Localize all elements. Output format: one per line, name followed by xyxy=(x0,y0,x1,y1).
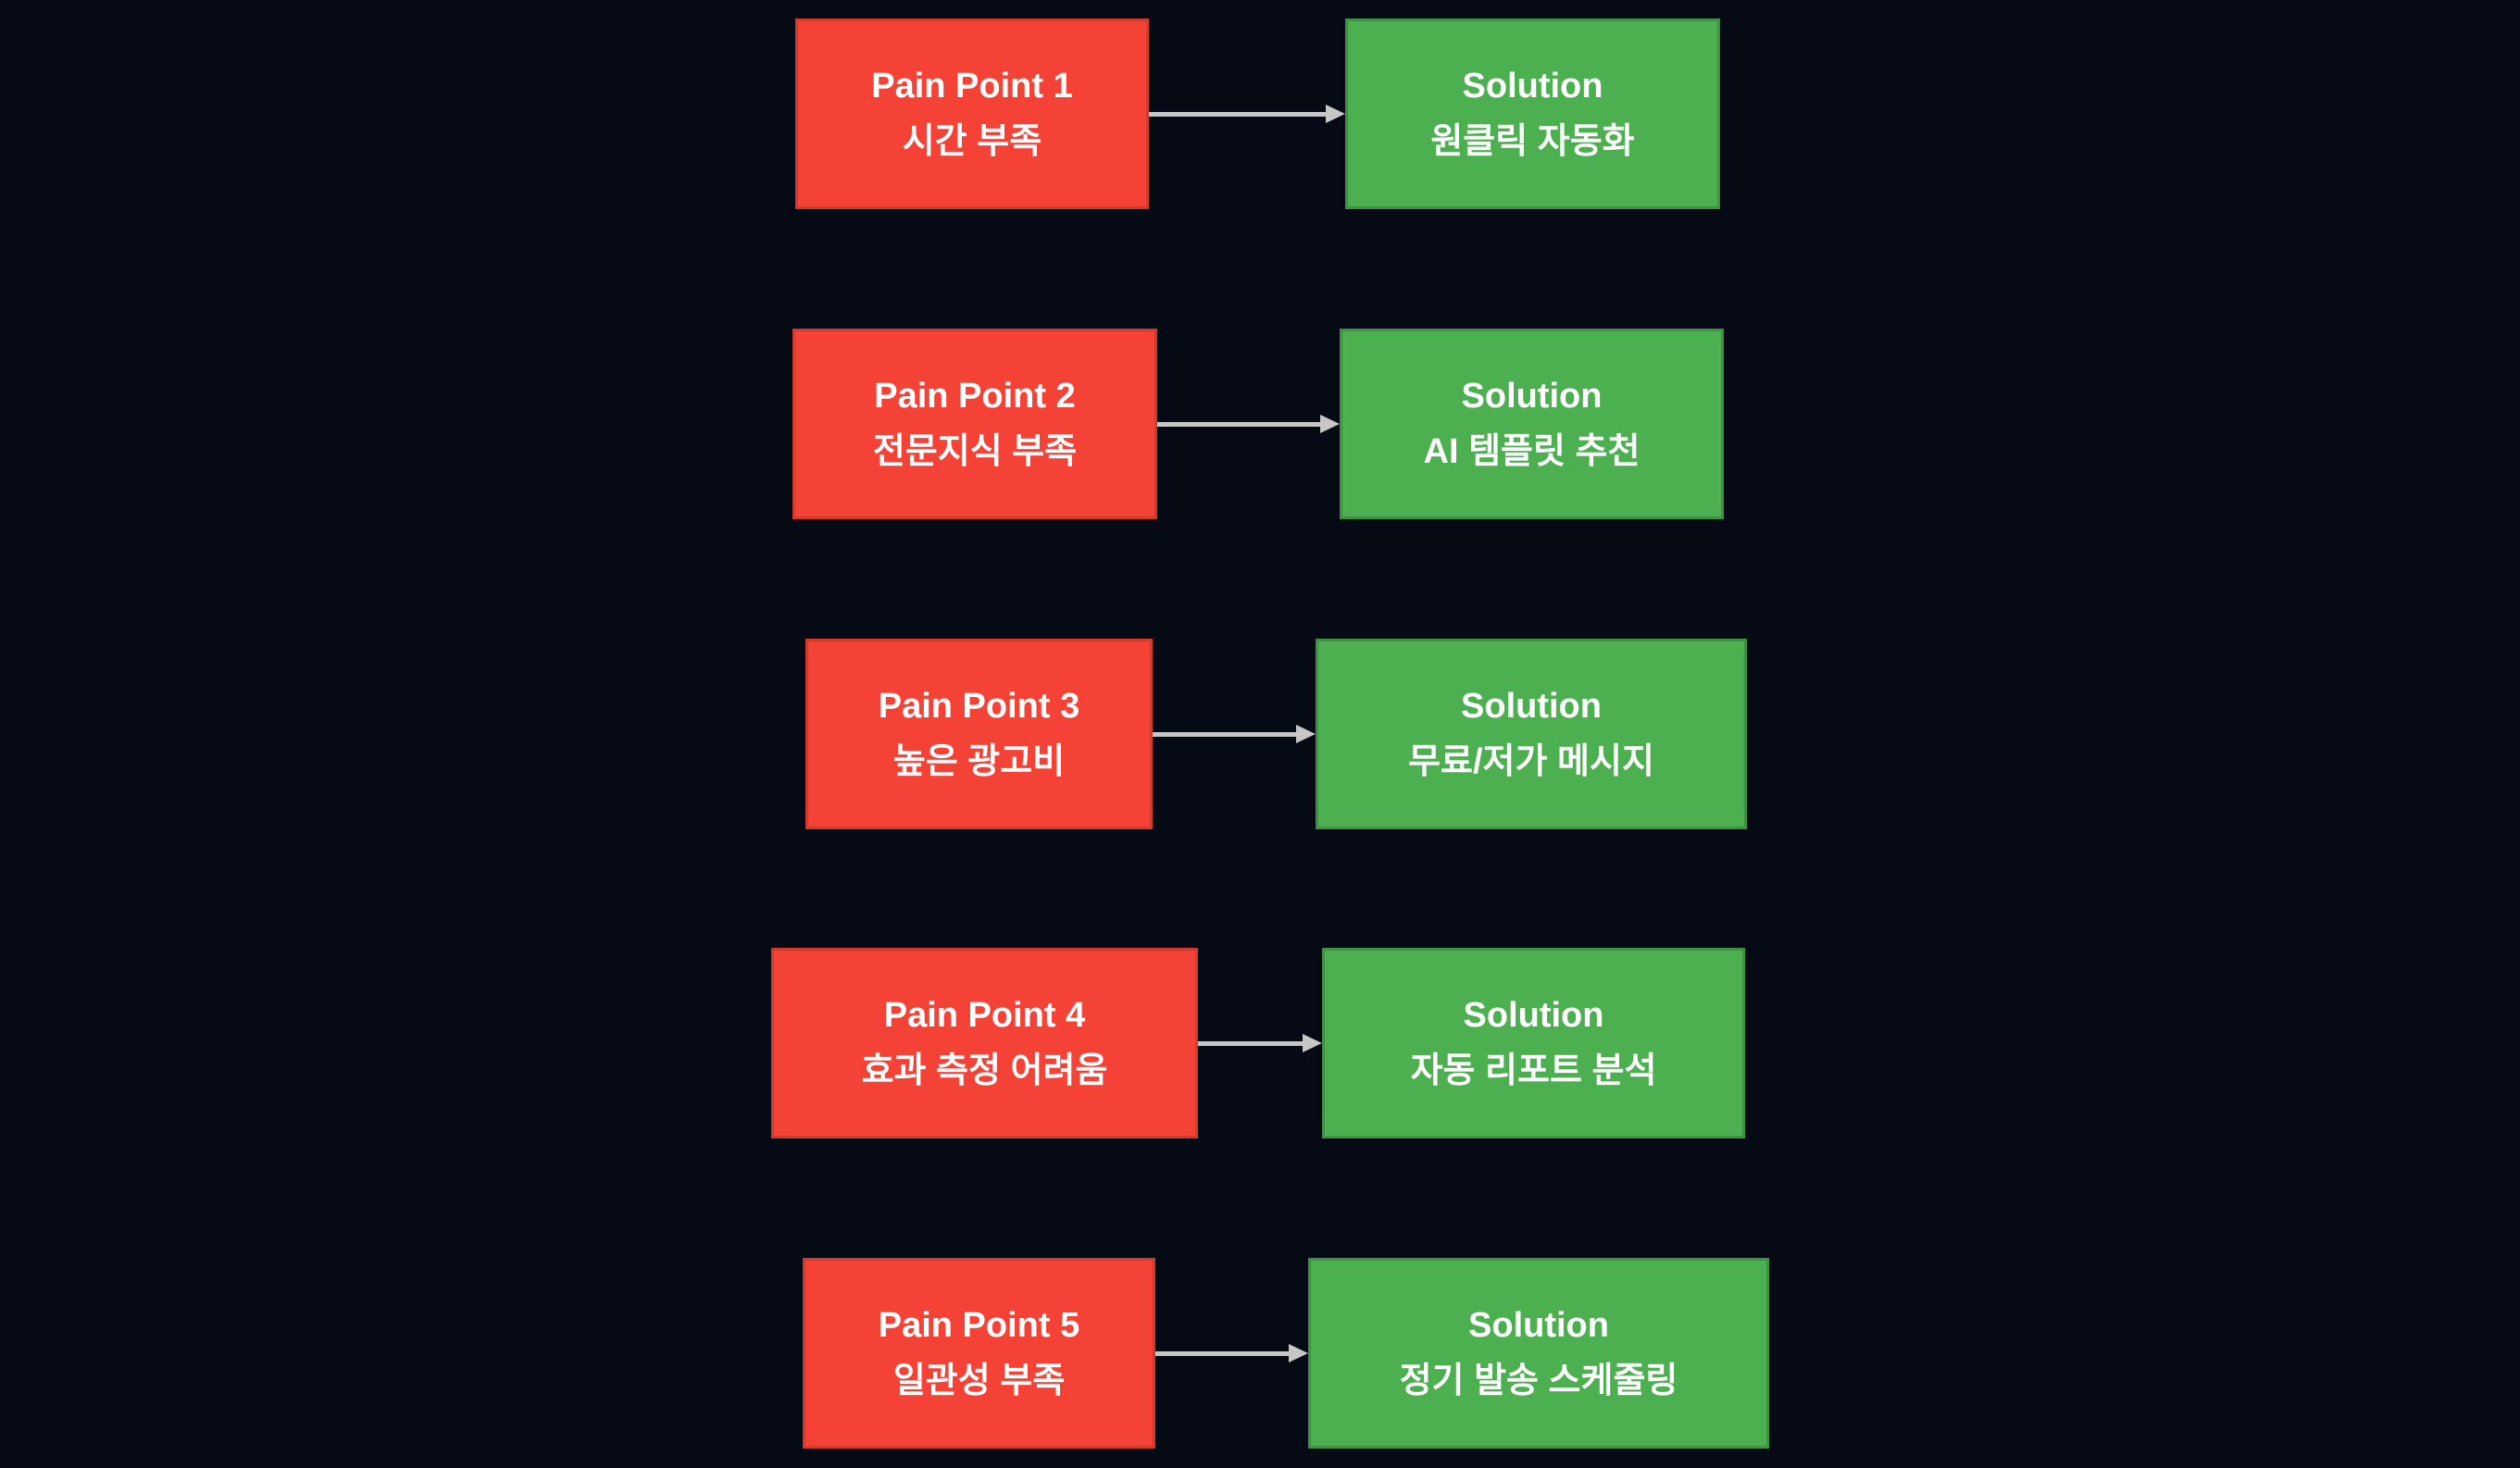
arrow-line xyxy=(1149,112,1329,117)
solution-box: Solution 원클릭 자동화 xyxy=(1345,19,1720,209)
solution-box: Solution 자동 리포트 분석 xyxy=(1322,948,1745,1138)
pain-point-title: Pain Point 5 xyxy=(878,1306,1080,1345)
pain-point-detail: 높은 광고비 xyxy=(892,742,1066,781)
solution-title: Solution xyxy=(1463,996,1604,1035)
solution-box: Solution AI 템플릿 추천 xyxy=(1340,329,1724,519)
connector-arrow xyxy=(1157,415,1340,433)
solution-detail: 원클릭 자동화 xyxy=(1430,122,1635,161)
pain-point-title: Pain Point 3 xyxy=(878,687,1080,726)
arrow-head-icon xyxy=(1326,105,1345,123)
arrow-head-icon xyxy=(1289,1344,1308,1362)
pain-point-box: Pain Point 4 효과 측정 어려움 xyxy=(771,948,1198,1138)
pain-point-detail: 시간 부족 xyxy=(902,122,1042,161)
arrow-line xyxy=(1157,422,1323,427)
solution-title: Solution xyxy=(1461,377,1603,416)
solution-box: Solution 정기 발송 스케줄링 xyxy=(1308,1258,1769,1449)
solution-title: Solution xyxy=(1468,1306,1609,1345)
solution-detail: 무료/저가 메시지 xyxy=(1408,742,1654,781)
pain-point-title: Pain Point 1 xyxy=(871,67,1073,106)
pain-point-title: Pain Point 4 xyxy=(883,996,1086,1035)
arrow-head-icon xyxy=(1296,725,1316,743)
pain-point-detail: 일관성 부족 xyxy=(892,1362,1066,1400)
connector-arrow xyxy=(1153,725,1316,743)
arrow-head-icon xyxy=(1320,415,1340,433)
arrow-line xyxy=(1155,1351,1291,1356)
solution-detail: 정기 발송 스케줄링 xyxy=(1399,1362,1678,1400)
pain-point-box: Pain Point 5 일관성 부족 xyxy=(803,1258,1155,1449)
solution-detail: AI 템플릿 추천 xyxy=(1423,432,1640,471)
connector-arrow xyxy=(1155,1344,1308,1362)
pain-point-title: Pain Point 2 xyxy=(874,377,1076,416)
solution-title: Solution xyxy=(1461,687,1602,726)
solution-detail: 자동 리포트 분석 xyxy=(1410,1051,1657,1090)
pain-point-detail: 전문지식 부족 xyxy=(872,432,1078,471)
connector-arrow xyxy=(1149,105,1345,123)
pain-point-box: Pain Point 3 높은 광고비 xyxy=(805,639,1153,829)
arrow-line xyxy=(1153,732,1299,737)
pain-point-box: Pain Point 1 시간 부족 xyxy=(795,19,1149,209)
arrow-line xyxy=(1198,1041,1305,1046)
pain-point-detail: 효과 측정 어려움 xyxy=(861,1051,1108,1090)
solution-title: Solution xyxy=(1462,67,1603,106)
arrow-head-icon xyxy=(1303,1034,1322,1052)
connector-arrow xyxy=(1198,1034,1322,1052)
solution-box: Solution 무료/저가 메시지 xyxy=(1316,639,1747,829)
pain-point-box: Pain Point 2 전문지식 부족 xyxy=(792,329,1157,519)
